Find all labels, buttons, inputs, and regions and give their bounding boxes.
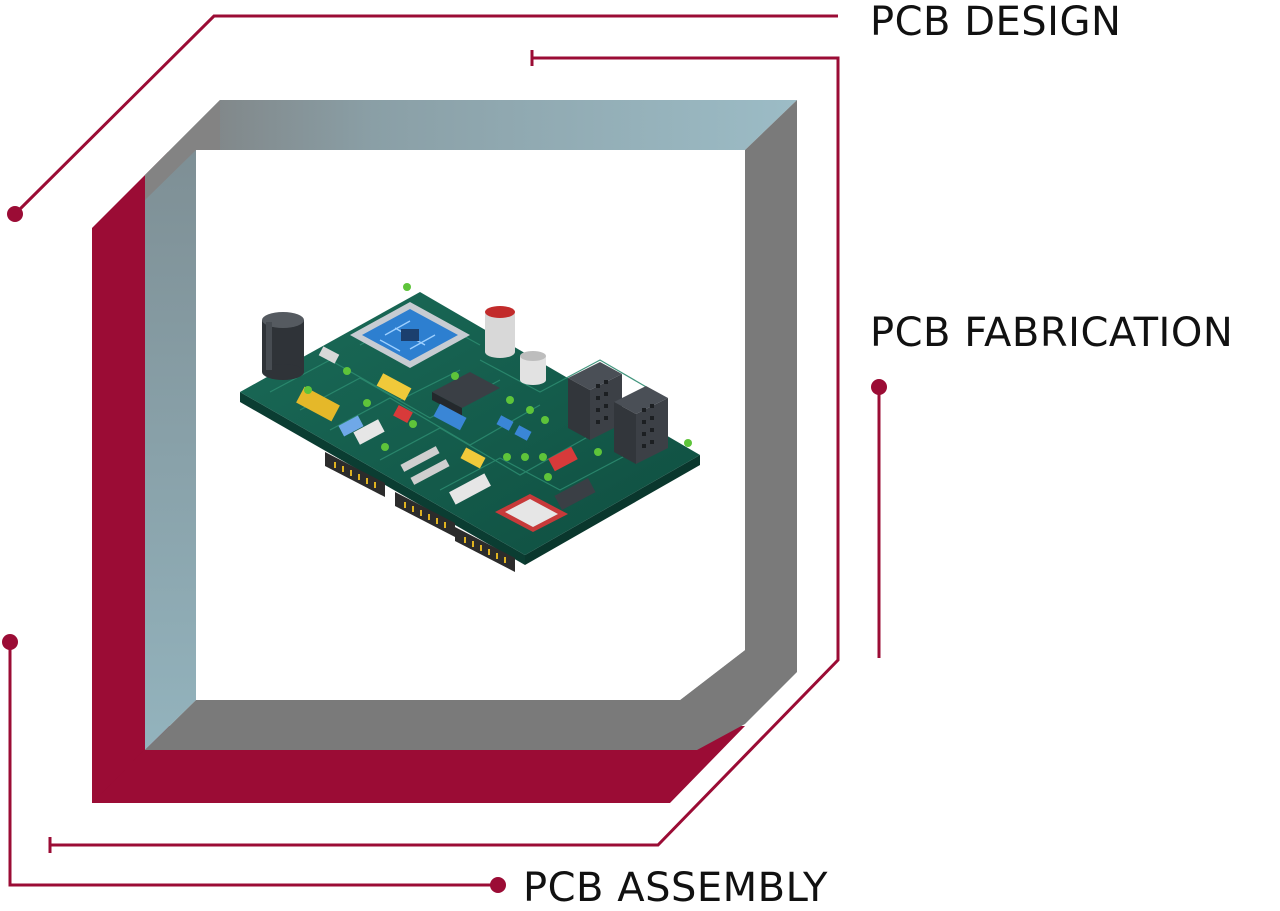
trace-design [13,14,838,216]
pin-header-2 [614,386,668,464]
capacitor-small-white [520,351,546,385]
frame-right-face [745,100,797,724]
label-pcb-fabrication: PCB FABRICATION [870,310,1234,356]
trace-design-dot [7,206,23,222]
edge-connector-2 [395,492,455,537]
green-pins [304,283,692,481]
edge-connector-1 [325,452,385,497]
label-pcb-assembly: PCB ASSEMBLY [523,865,828,911]
voltage-regulator [432,372,500,416]
capacitor-black [262,312,304,380]
frame-left-face [145,150,196,750]
capacitor-white [485,306,515,358]
label-pcb-design: PCB DESIGN [870,0,1122,45]
trace-center [48,50,840,853]
trace-assembly-end-dot [490,877,506,893]
edge-connector-3 [455,527,515,572]
pcb-board-illustration [240,283,700,572]
smd-components [296,346,596,510]
trace-fabrication-dot [871,379,887,395]
trace-assembly-dot [2,634,18,650]
cpu-chip [350,302,470,368]
trace-assembly [8,642,498,887]
red-ic [495,494,568,532]
